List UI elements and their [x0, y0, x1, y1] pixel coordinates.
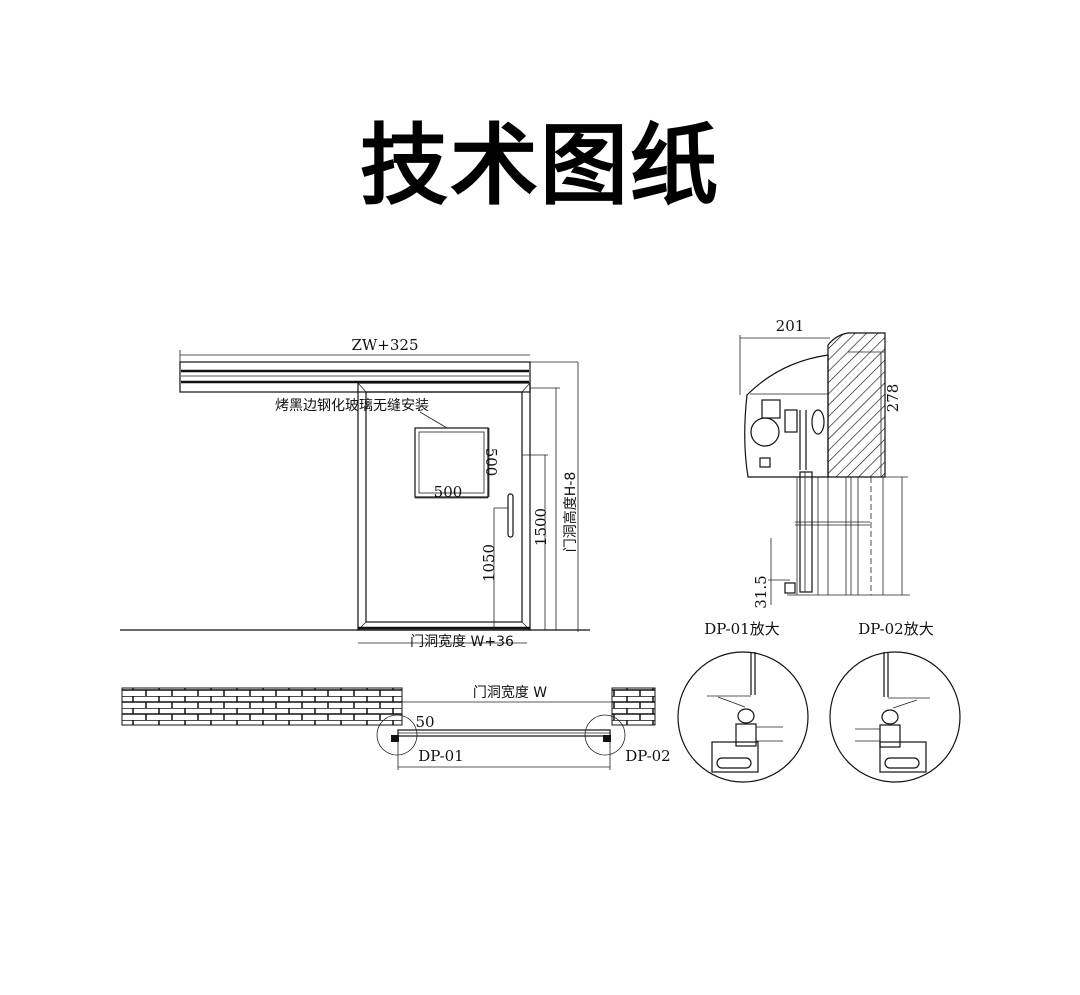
top-rail [179, 350, 578, 393]
wall-hatch [827, 332, 886, 478]
dp01-enlarged-label: DP-01放大 [704, 620, 779, 638]
overlap-dimension: 50 [415, 713, 434, 731]
header-section: 201 278 [739, 317, 910, 609]
door-width-dimension: 门洞宽度 W+36 [410, 633, 514, 650]
glass-note: 烤黑边钢化玻璃无缝安装 [275, 397, 429, 414]
dp02-enlarged-label: DP-02放大 [858, 620, 933, 638]
detail-circle-dp02 [584, 714, 626, 756]
header-height-dimension: 278 [884, 384, 902, 413]
page-title: 技术图纸 [359, 114, 720, 217]
section-depth-dimension: 201 [776, 317, 805, 335]
detail-dp01: DP-01放大 [677, 620, 809, 783]
detail-circle-dp01 [376, 714, 418, 756]
floor-gap-dimension: 31.5 [752, 575, 770, 608]
opening-height-dimension: 门洞高度H-8 [562, 472, 579, 553]
door-panel-section [787, 471, 910, 596]
detail-dp01-label: DP-01 [418, 747, 463, 765]
window-width-dimension: 500 [434, 483, 463, 501]
right-brick-wall [611, 687, 656, 726]
vision-window [414, 427, 489, 498]
door-leaf [357, 382, 531, 631]
window-top-height-dimension: 1500 [532, 508, 550, 546]
detail-dp02: DP-02放大 [829, 620, 961, 783]
opening-width-dimension: 门洞宽度 W [473, 684, 547, 701]
left-brick-wall [121, 687, 403, 726]
rail-width-dimension: ZW+325 [351, 336, 418, 354]
door-elevation: ZW+325 烤黑边钢化玻璃无缝安装 500 500 [120, 336, 590, 650]
door-handle [507, 493, 514, 538]
door-plan: 门洞宽度 W 50 DP-01 DP-02 [121, 684, 671, 770]
detail-dp02-label: DP-02 [625, 747, 670, 765]
window-height-dimension: 500 [482, 448, 500, 477]
motor [750, 417, 780, 447]
operator-housing [744, 354, 829, 478]
handle-height-dimension: 1050 [480, 544, 498, 582]
